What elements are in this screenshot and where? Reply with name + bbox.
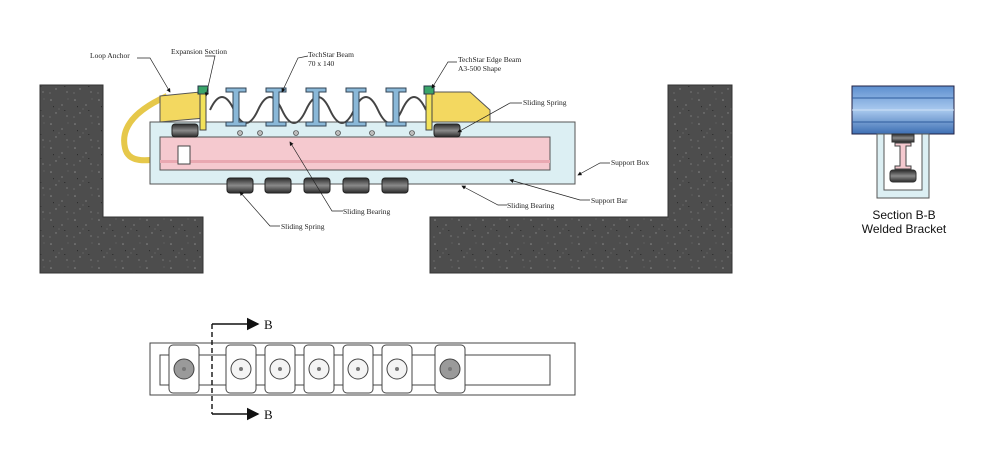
concrete-right-block	[429, 84, 733, 274]
label-sliding-spring-bottom: Sliding Spring	[281, 222, 325, 231]
concrete-left-block	[39, 84, 204, 274]
edge-beams	[197, 85, 435, 131]
label-support-bar: Support Bar	[591, 196, 628, 205]
label-sliding-spring-top: Sliding Spring	[523, 98, 567, 107]
support-bar-end-slot	[177, 145, 191, 165]
label-techstar-beam-1: TechStar Beam	[308, 50, 354, 59]
label-loop-anchor: Loop Anchor	[90, 51, 130, 60]
section-subtitle: Welded Bracket	[862, 222, 947, 236]
plan-view	[149, 342, 576, 396]
label-edge-beam-1: TechStar Edge Beam	[458, 55, 521, 64]
left-anchor-block	[159, 91, 206, 123]
label-sliding-bearing-left: Sliding Bearing	[343, 207, 391, 216]
section-mark-top: B	[264, 317, 273, 332]
section-bb-detail	[851, 85, 955, 199]
support-bar-stripe	[160, 160, 550, 163]
bar-bearings	[237, 130, 415, 136]
label-techstar-beam-2: 70 x 140	[308, 59, 335, 68]
label-support-box: Support Box	[611, 158, 649, 167]
leader-lines	[137, 55, 610, 227]
right-anchor-block	[431, 91, 491, 123]
section-cut-line	[211, 317, 260, 421]
loop-anchor	[121, 93, 169, 164]
support-bar	[159, 136, 551, 171]
label-expansion-section: Expansion Section	[171, 47, 227, 56]
techstar-beams	[225, 87, 407, 127]
upper-bearings	[171, 123, 461, 138]
label-edge-beam-2: A3-500 Shape	[458, 64, 502, 73]
label-sliding-bearing-right: Sliding Bearing	[507, 201, 555, 210]
section-mark-bottom: B	[264, 407, 273, 422]
section-title: Section B-B	[872, 208, 935, 222]
lower-sliding-springs	[226, 177, 409, 194]
